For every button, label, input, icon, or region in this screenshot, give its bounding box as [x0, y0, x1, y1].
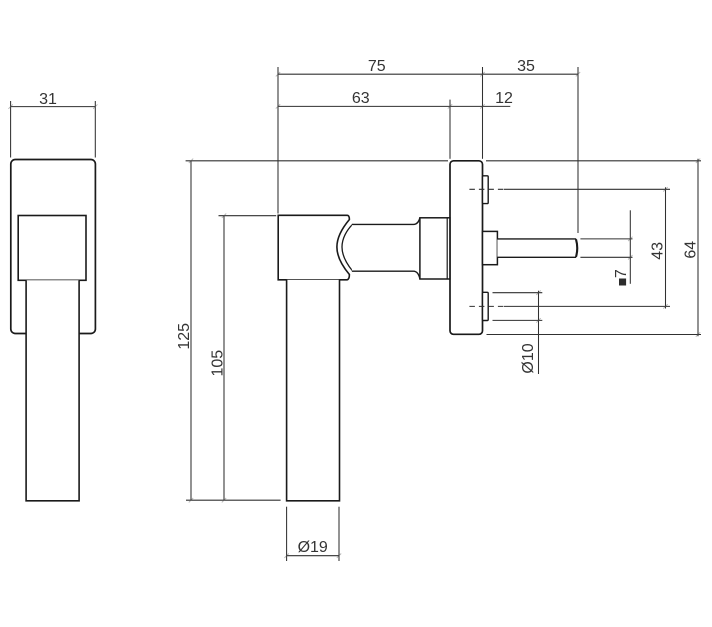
svg-text:31: 31 [39, 91, 57, 108]
svg-text:75: 75 [368, 58, 386, 75]
svg-text:63: 63 [352, 90, 370, 107]
svg-text:105: 105 [210, 350, 227, 377]
svg-text:35: 35 [517, 58, 535, 75]
svg-text:64: 64 [683, 241, 700, 259]
svg-text:Ø19: Ø19 [298, 539, 328, 556]
svg-text:Ø10: Ø10 [520, 343, 537, 373]
svg-text:12: 12 [495, 90, 513, 107]
svg-text:125: 125 [176, 323, 193, 350]
svg-text:43: 43 [650, 242, 667, 260]
svg-text:7: 7 [613, 269, 630, 278]
